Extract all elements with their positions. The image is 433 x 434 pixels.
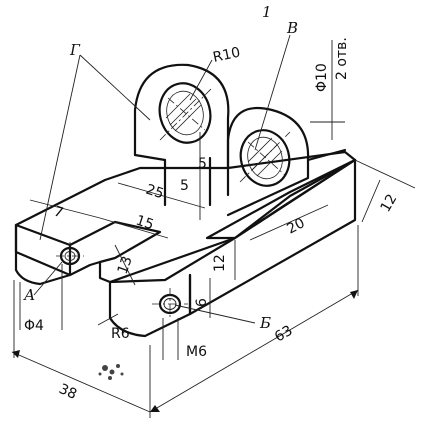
- dim-two-holes: 2 отв.: [334, 37, 350, 80]
- left-prong-front: [14, 223, 72, 286]
- hole-b: [152, 288, 188, 320]
- label-b: Б: [259, 314, 271, 332]
- base-top-outline: [14, 150, 357, 284]
- dim-12-front: 12: [212, 254, 228, 272]
- base-body: [14, 150, 357, 338]
- dim-6: 6: [194, 298, 210, 307]
- dim-phi10: Φ10: [314, 63, 330, 92]
- dim-12-right: 12: [378, 192, 401, 215]
- scan-noise: [98, 364, 124, 380]
- dim-25: 25: [144, 182, 166, 203]
- label-one: 1: [262, 3, 272, 21]
- dim-15: 15: [134, 213, 156, 234]
- base-slot: [68, 220, 162, 264]
- right-prong-front: [108, 273, 192, 338]
- dim-13: 13: [115, 254, 136, 276]
- dim-20: 20: [284, 215, 307, 237]
- dim-r10: R10: [212, 45, 242, 66]
- base-right-edge: [233, 158, 357, 240]
- base-front-edge: [108, 236, 237, 284]
- dim-38: 38: [56, 381, 79, 403]
- label-a: А: [23, 286, 35, 304]
- label-v: В: [286, 19, 298, 37]
- dim-5-lower: 5: [180, 178, 189, 194]
- dim-63: 63: [272, 323, 295, 346]
- base-right-side-face: [188, 158, 357, 316]
- dim-5-upper: 5: [198, 156, 207, 172]
- hole-a: [56, 242, 84, 270]
- dim-r6: R6: [111, 326, 130, 342]
- left-lug: [133, 63, 230, 170]
- dimension-texts: R10 Φ10 2 отв. 5 5 25 7 15 20 12 12 13 6…: [24, 37, 400, 403]
- lug-gap: [163, 156, 212, 207]
- label-g: Г: [69, 41, 81, 59]
- right-lug: [226, 106, 347, 217]
- dim-m6: M6: [186, 344, 207, 360]
- dim-phi4: Φ4: [24, 318, 44, 334]
- dimension-lines: [11, 34, 416, 418]
